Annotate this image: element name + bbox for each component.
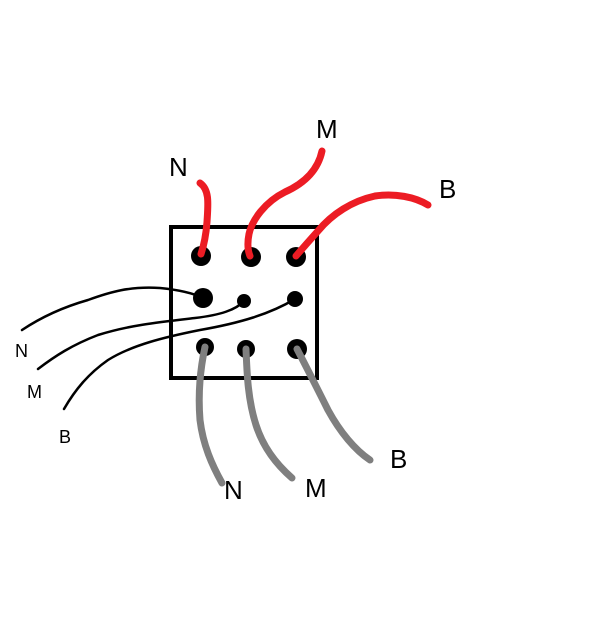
junction-box [169, 225, 319, 380]
top-label-b: B [439, 174, 456, 204]
left-wire-b [62, 297, 297, 411]
left-label-m: M [27, 382, 42, 402]
top-wire-m [244, 147, 326, 260]
top-label-n: N [169, 152, 188, 182]
bottom-wire-m [242, 345, 296, 482]
top-labels: N M B [169, 114, 456, 204]
bottom-labels: N M B [224, 444, 407, 505]
left-label-n: N [15, 341, 28, 361]
top-wire-n [196, 179, 212, 258]
bottom-wire-b [293, 345, 374, 464]
top-wire-b [292, 191, 432, 260]
bottom-label-n: N [224, 475, 243, 505]
left-wire-n [20, 286, 205, 332]
bottom-label-m: M [305, 473, 327, 503]
left-wires [20, 286, 297, 411]
left-label-b: B [59, 427, 71, 447]
bottom-wires [195, 343, 374, 487]
left-wire-m [36, 299, 246, 371]
top-label-m: M [316, 114, 338, 144]
left-labels: N M B [15, 341, 71, 447]
bottom-wire-n [195, 343, 226, 487]
top-wires [196, 147, 432, 260]
bottom-label-b: B [390, 444, 407, 474]
